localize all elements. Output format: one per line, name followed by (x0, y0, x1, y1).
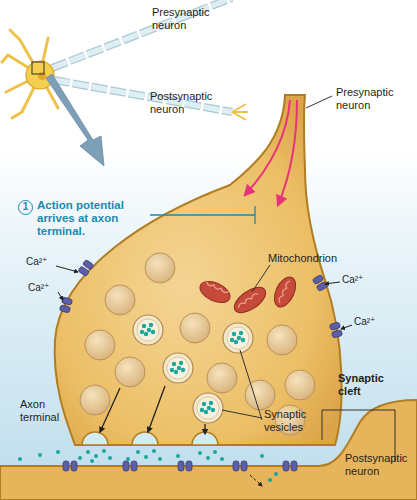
part-label: Synaptic vesicles (264, 408, 319, 433)
step-text: Action potential arrives at axon termina… (37, 199, 149, 239)
action-potential-arrow (245, 100, 297, 205)
neuron-label: Presynaptic neuron (336, 86, 406, 111)
part-label: Mitochondrion (268, 252, 358, 265)
mitochondrion (197, 274, 300, 318)
axon-terminal (55, 95, 342, 445)
callout-bracket (150, 206, 255, 224)
part-label: Synaptic cleft (338, 372, 398, 397)
neuron-icon (2, 0, 248, 166)
ion-label: Ca²⁺ (354, 316, 394, 328)
part-label: Axon terminal (20, 398, 70, 423)
callout-number: 1 (18, 200, 33, 215)
neuron-label: Postsynaptic neuron (150, 90, 225, 115)
ion-arrow (56, 266, 352, 486)
ion-label: Ca²⁺ (28, 282, 68, 294)
exocytosis-arrow (100, 386, 205, 434)
neuron-label: Presynaptic neuron (152, 6, 222, 31)
neuron-label: Postsynaptic neuron (345, 452, 415, 477)
synaptic-vesicle (80, 253, 315, 435)
calcium-channel (59, 259, 342, 471)
neurotransmitter (18, 449, 278, 482)
ion-label: Ca²⁺ (26, 256, 66, 268)
ion-label: Ca²⁺ (342, 274, 382, 286)
vesicle-fusion (82, 432, 218, 445)
receptor (123, 461, 297, 471)
